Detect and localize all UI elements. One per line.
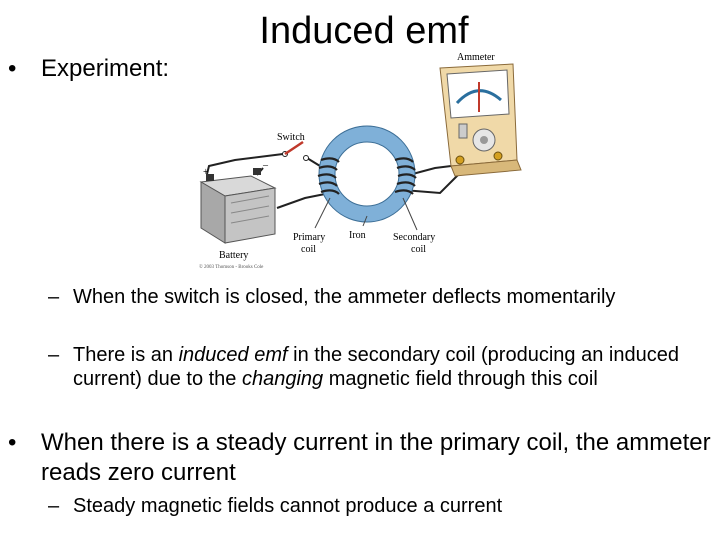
sub-bullet-steady-fields: – Steady magnetic fields cannot produce … — [48, 494, 708, 518]
iron-leader — [362, 215, 368, 227]
iron-ring — [318, 125, 416, 223]
wire-secondary-ammeter — [402, 172, 461, 195]
battery-label: Battery — [219, 250, 248, 261]
switch-label: Switch — [277, 132, 305, 143]
sub-bullet-induced: – There is an induced emf in the seconda… — [48, 343, 708, 391]
circuit-diagram: + – Switch Iron Primary coil Secondary c… — [199, 52, 522, 270]
bullet-experiment-text: Experiment: — [41, 55, 170, 82]
text-segment: There is an — [73, 344, 179, 366]
bullet-dot: • — [8, 429, 17, 456]
dash-marker: – — [48, 286, 60, 308]
slide-title: Induced emf — [259, 10, 469, 52]
sub-bullet-switch-text: When the switch is closed, the ammeter d… — [73, 286, 616, 308]
wire-primary-return — [276, 192, 331, 209]
secondary-coil — [394, 157, 417, 195]
text-segment: in the secondary coil (producing an indu… — [73, 344, 679, 390]
secondary-label-line2: coil — [411, 244, 426, 255]
primary-label-line1: Primary — [293, 232, 325, 243]
wire-battery-switch — [206, 153, 284, 175]
copyright-label: © 2003 Thomson - Brooks Cole — [199, 264, 264, 270]
bullet-steady-current-text: When there is a steady current in the pr… — [41, 429, 711, 486]
primary-leader — [314, 197, 331, 229]
switch — [282, 140, 309, 161]
sub-bullet-steady-fields-text: Steady magnetic fields cannot produce a … — [73, 495, 503, 517]
sub-bullet-induced-text: There is an induced emf in the secondary… — [73, 343, 708, 391]
sub-bullet-switch: – When the switch is closed, the ammeter… — [48, 285, 708, 309]
primary-coil — [317, 157, 340, 195]
emphasis-induced-emf: induced emf — [178, 344, 288, 366]
ammeter — [439, 63, 522, 177]
ammeter-label: Ammeter — [457, 52, 495, 63]
bullet-dot: • — [8, 55, 17, 82]
battery: + – — [199, 160, 277, 244]
primary-label-line2: coil — [301, 244, 316, 255]
iron-label: Iron — [349, 230, 366, 241]
text-segment: magnetic field through this coil — [323, 368, 598, 390]
secondary-leader — [402, 197, 418, 231]
battery-minus-label: – — [262, 160, 269, 171]
emphasis-changing: changing — [241, 368, 324, 390]
battery-plus-label: + — [203, 167, 209, 178]
bullet-steady-current: • When there is a steady current in the … — [8, 428, 718, 488]
secondary-label-line1: Secondary — [393, 232, 435, 243]
dash-marker: – — [48, 495, 60, 517]
dash-marker: – — [48, 344, 60, 366]
